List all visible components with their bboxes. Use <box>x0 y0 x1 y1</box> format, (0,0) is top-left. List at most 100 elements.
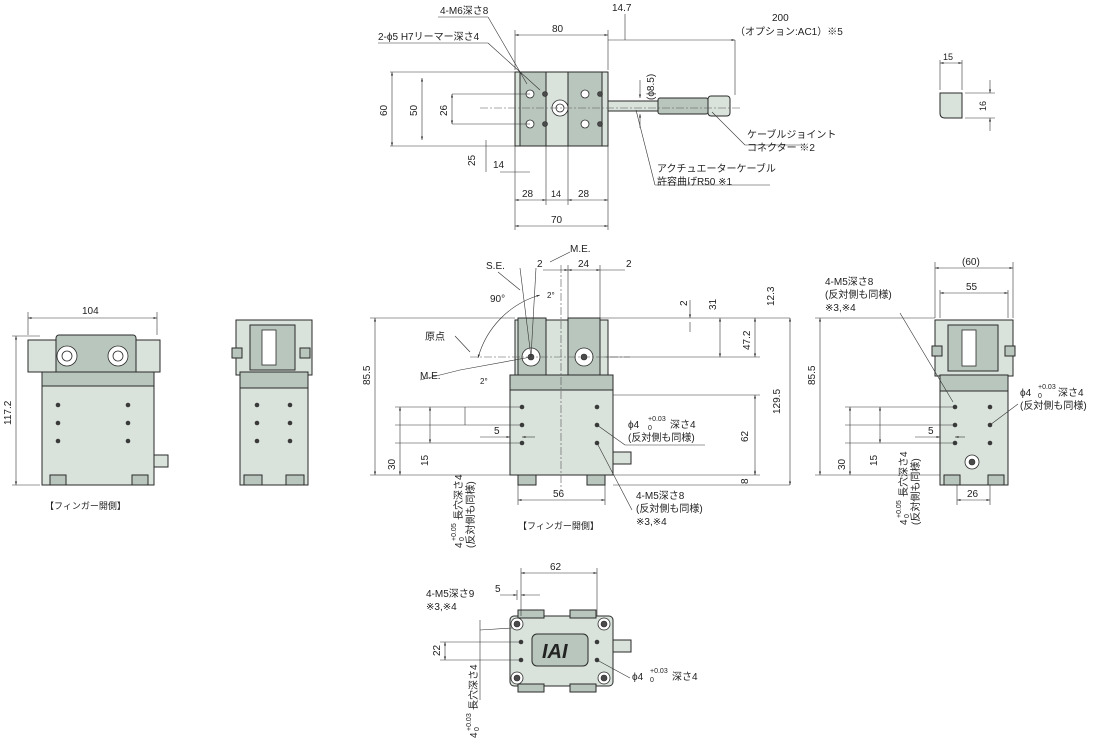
label-origin: 原点 <box>425 331 445 343</box>
top-finger-right <box>567 71 603 147</box>
label-bend: 許容曲げR50 ※1 <box>657 175 733 188</box>
dim-117-2: 117.2 <box>3 400 14 425</box>
top-finger-left <box>519 71 547 147</box>
label-m5-note: ※3,※4 <box>636 517 667 528</box>
label-slot-bottom-tol0: 0 <box>474 727 481 731</box>
dim-55-right: 55 <box>966 282 978 293</box>
dim-30-right: 30 <box>837 458 848 470</box>
dim-14: 14 <box>493 160 505 171</box>
dim-2-b: 2 <box>626 259 632 270</box>
dim-2-c: 2 <box>679 300 690 306</box>
dim-60: 60 <box>379 104 390 116</box>
label-m5-right-note: ※3,※4 <box>825 303 856 314</box>
label-phi4-tol0: 0 <box>648 425 652 432</box>
label-connector-2: コネクター ※2 <box>747 142 815 154</box>
dim-47-2: 47.2 <box>742 330 753 350</box>
label-slot-bottom-depth: 長穴深さ4 <box>467 664 480 710</box>
label-m5-right-side: (反対側も同様) <box>825 288 892 301</box>
label-slot-right-tol0: 0 <box>904 514 911 518</box>
bottom-view: IAI 4-M5深さ9 ※3,※4 62 5 22 ϕ4 +0.03 0 深さ4… <box>426 562 698 738</box>
right-view: 4-M5深さ8 (反対側も同様) ※3,※4 ϕ4 +0.03 0 深さ4 (反… <box>807 257 1087 525</box>
label-slot-depth: 長穴深さ4 <box>452 474 465 520</box>
dim-25: 25 <box>467 154 478 166</box>
iai-logo: IAI <box>542 641 568 663</box>
dim-30: 30 <box>387 458 398 470</box>
dim-2-a: 2 <box>537 259 543 270</box>
dim-62-bottom: 62 <box>550 562 562 573</box>
dim-5: 5 <box>494 426 500 437</box>
label-se: S.E. <box>486 261 505 272</box>
label-slot-tol0: 0 <box>459 537 466 541</box>
cable <box>607 100 659 112</box>
corner-detail: 15 16 <box>939 52 995 131</box>
label-slot-bottom-tol: +0.03 <box>466 713 473 731</box>
label-m5-right: 4-M5深さ8 <box>825 276 874 288</box>
label-reamer: 2-ϕ5 H7リーマー深さ4 <box>378 31 480 43</box>
label-phi4-depth: 深さ4 <box>670 419 696 431</box>
dim-16-corner: 16 <box>978 101 988 111</box>
label-phi4-right: ϕ4 <box>1020 388 1032 399</box>
dim-62: 62 <box>740 430 751 442</box>
label-m5: 4-M5深さ8 <box>636 490 685 502</box>
label-2-deg-a: 2° <box>547 291 555 300</box>
dim-60-right: (60) <box>962 257 980 268</box>
dim-15-right: 15 <box>869 454 880 466</box>
label-phi4-tol: +0.03 <box>648 416 666 423</box>
dim-104: 104 <box>82 306 99 317</box>
dim-14-7: 14.7 <box>612 3 632 14</box>
dim-85-5: 85.5 <box>362 365 373 385</box>
left-body <box>41 374 155 486</box>
label-phi4-bottom-tol: +0.03 <box>650 668 668 675</box>
label-m5-bottom-note: ※3,※4 <box>426 602 457 613</box>
dim-22-bottom: 22 <box>432 644 443 656</box>
dim-14-mid: 14 <box>551 189 561 199</box>
label-phi4-bottom-tol0: 0 <box>650 677 654 684</box>
label-slot-side: (反対側も同様) <box>464 481 477 548</box>
dim-26-right: 26 <box>967 489 979 500</box>
dim-26: 26 <box>439 104 450 116</box>
left-view: 104 117.2 【フィンガー開側】 <box>3 306 169 511</box>
side-view-2 <box>231 319 313 486</box>
label-slot-right-side: (反対側も同様) <box>909 458 922 525</box>
top-view: 4-M6深さ8 2-ϕ5 H7リーマー深さ4 アクチュエーターケーブル 許容曲げ… <box>378 3 843 230</box>
label-m5-side: (反対側も同様) <box>636 502 703 515</box>
front-caption: 【フィンガー開側】 <box>518 520 599 531</box>
label-phi4-bottom: ϕ4 <box>632 672 644 683</box>
label-slot-bottom-4: 4 <box>469 732 480 738</box>
dim-200: 200 <box>772 13 789 24</box>
label-slot-right-4: 4 <box>899 519 910 525</box>
dim-phi-8-5: (ϕ8.5) <box>646 74 657 100</box>
dim-15: 15 <box>420 454 431 466</box>
label-phi4-side: (反対側も同様) <box>628 431 695 444</box>
label-phi4-right-tol0: 0 <box>1038 393 1042 400</box>
label-slot-4: 4 <box>454 542 465 548</box>
dim-129-5: 129.5 <box>772 389 783 414</box>
dim-50: 50 <box>409 104 420 116</box>
label-phi4-right-side: (反対側も同様) <box>1020 399 1087 412</box>
label-me-left: M.E. <box>420 371 441 382</box>
label-connector-1: ケーブルジョイント <box>747 128 836 141</box>
dim-70: 70 <box>551 215 563 226</box>
dim-28-right: 28 <box>578 189 590 200</box>
left-caption: 【フィンガー開側】 <box>45 500 126 511</box>
dim-28-left: 28 <box>522 189 534 200</box>
dim-15-corner: 15 <box>943 52 953 62</box>
dim-option: （オプション:AC1）※5 <box>735 26 843 38</box>
label-cable: アクチュエーターケーブル <box>657 162 776 175</box>
dim-56: 56 <box>553 489 565 500</box>
label-slot-tol: +0.05 <box>451 523 458 541</box>
label-2-deg-b: 2° <box>480 377 488 386</box>
dim-8: 8 <box>740 478 751 484</box>
dim-12-3: 12.3 <box>766 286 777 306</box>
label-phi4-right-depth: 深さ4 <box>1058 387 1084 399</box>
label-m5-bottom: 4-M5深さ9 <box>426 588 475 600</box>
dim-24: 24 <box>578 259 590 270</box>
label-90-deg: 90° <box>490 294 505 305</box>
dim-5-bottom: 5 <box>495 584 501 595</box>
dim-80: 80 <box>552 24 564 35</box>
cable-joint-connector <box>657 97 709 115</box>
label-m6: 4-M6深さ8 <box>440 5 489 17</box>
dim-85-5-right: 85.5 <box>807 365 818 385</box>
label-phi4-right-tol: +0.03 <box>1038 384 1056 391</box>
